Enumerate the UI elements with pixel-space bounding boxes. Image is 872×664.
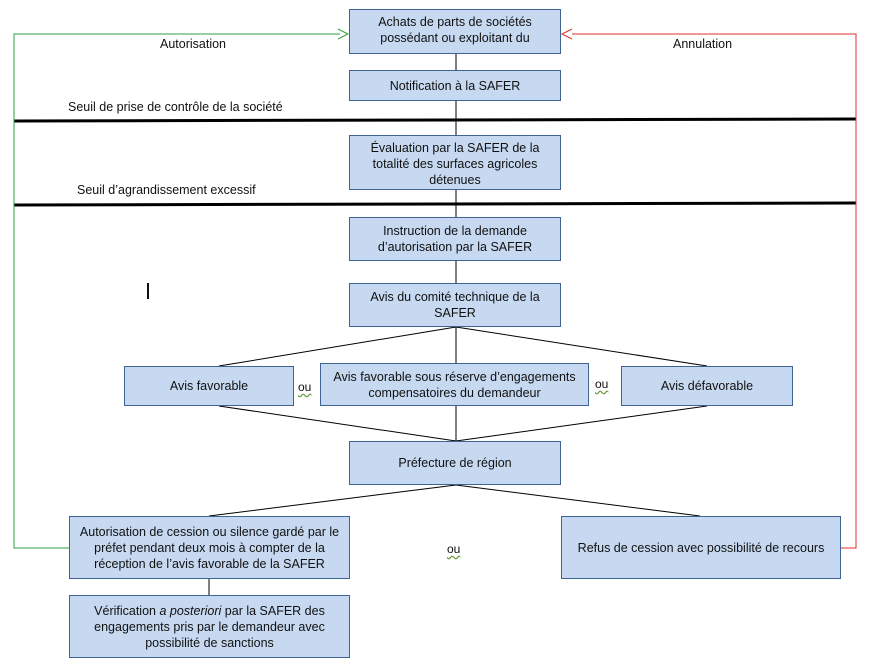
box-autorisation-cession: Autorisation de cession ou silence gardé…	[69, 516, 350, 579]
box-prefecture-region: Préfecture de région	[349, 441, 561, 485]
box-refus-cession: Refus de cession avec possibilité de rec…	[561, 516, 841, 579]
box-avis-comite-text: Avis du comité technique de la SAFER	[370, 290, 540, 320]
box-verification-posteriori-text: Vérification a posteriori par la SAFER d…	[78, 603, 341, 651]
box-instruction-demande-text: Instruction de la demande d’autorisation…	[377, 224, 533, 254]
box-notification-safer-text: Notification à la SAFER	[389, 78, 521, 93]
autorisation-loop-line	[13, 33, 340, 549]
connector-prefecture-autorisation	[208, 484, 457, 517]
verification-prefix: Vérification	[94, 603, 160, 618]
box-verification-posteriori: Vérification a posteriori par la SAFER d…	[69, 595, 350, 658]
text-cursor	[147, 283, 149, 299]
box-autorisation-cession-text: Autorisation de cession ou silence gardé…	[79, 524, 340, 571]
connector-comite-defavorable	[455, 326, 708, 367]
connector-comite-favorable	[218, 326, 457, 367]
box-avis-favorable-text: Avis favorable	[169, 379, 249, 393]
box-refus-cession-text: Refus de cession avec possibilité de rec…	[577, 540, 825, 555]
box-prefecture-region-text: Préfecture de région	[398, 456, 512, 470]
box-achats-parts: Achats de parts de sociétés possédant ou…	[349, 9, 561, 54]
box-achats-parts-text: Achats de parts de sociétés possédant ou…	[378, 15, 532, 45]
box-notification-safer: Notification à la SAFER	[349, 70, 561, 101]
box-avis-defavorable: Avis défavorable	[621, 366, 793, 406]
or-label-1: ou	[298, 380, 312, 394]
box-instruction-demande: Instruction de la demande d’autorisation…	[349, 217, 561, 261]
box-evaluation-safer-text: Évaluation par la SAFER de la totalité d…	[370, 141, 540, 187]
or-label-3: ou	[447, 542, 461, 556]
threshold-line-controle	[13, 117, 857, 123]
autorisation-arrowhead	[337, 28, 350, 40]
box-avis-favorable-reserve: Avis favorable sous réserve d’engagement…	[320, 363, 589, 406]
box-evaluation-safer: Évaluation par la SAFER de la totalité d…	[349, 135, 561, 190]
label-seuil-controle: Seuil de prise de contrôle de la société	[68, 100, 283, 114]
label-seuil-agrandissement: Seuil d’agrandissement excessif	[77, 183, 256, 197]
connector-favorable-prefecture	[218, 405, 457, 442]
connector-defavorable-prefecture	[455, 405, 708, 442]
box-avis-favorable: Avis favorable	[124, 366, 294, 406]
or-label-2: ou	[595, 377, 609, 391]
box-avis-comite: Avis du comité technique de la SAFER	[349, 283, 561, 327]
box-avis-favorable-reserve-text: Avis favorable sous réserve d’engagement…	[333, 369, 576, 400]
verification-italic: a posteriori	[159, 603, 222, 618]
threshold-line-agrandissement	[13, 201, 857, 207]
label-autorisation: Autorisation	[160, 37, 227, 51]
label-annulation: Annulation	[673, 37, 733, 51]
box-avis-defavorable-text: Avis défavorable	[660, 379, 754, 393]
annulation-loop-line	[572, 33, 857, 549]
verification-suffix: par la SAFER des engagements pris par le…	[94, 603, 329, 650]
annulation-arrowhead	[560, 28, 573, 40]
connector-prefecture-refus	[455, 484, 701, 517]
